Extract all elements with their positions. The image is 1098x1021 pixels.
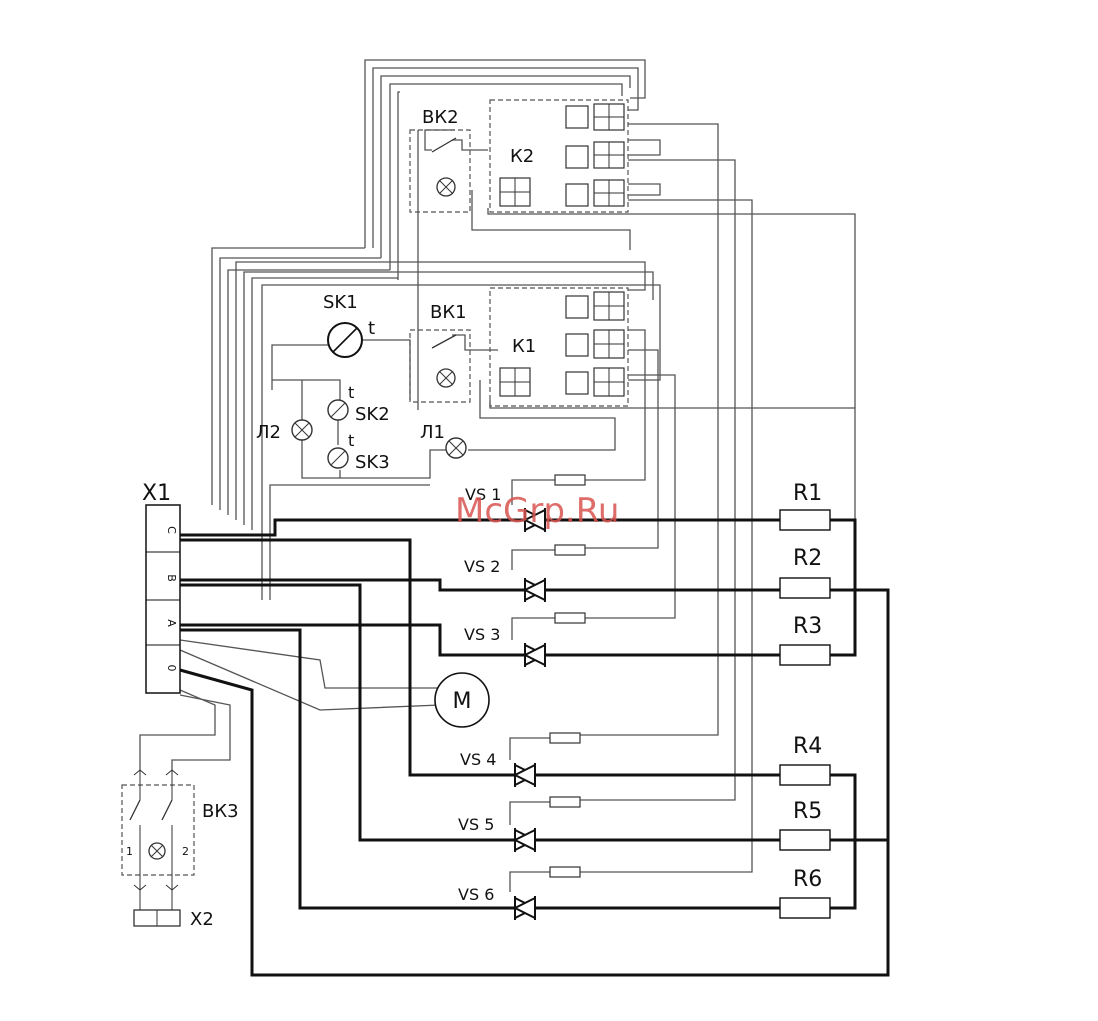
connector-x2 — [134, 890, 180, 926]
label-vs3: VS 3 — [464, 625, 500, 644]
heater-resistors — [780, 510, 830, 918]
label-r2: R2 — [793, 546, 822, 571]
triac-vs6 — [515, 896, 535, 920]
switch-bk3 — [122, 770, 194, 890]
gate-resistors — [550, 475, 585, 877]
label-bk2: ВК2 — [422, 107, 459, 128]
resistor-r1 — [780, 510, 830, 530]
resistor-r4 — [780, 765, 830, 785]
label-r5: R5 — [793, 799, 822, 824]
lamp-l2 — [292, 420, 312, 440]
label-bk3: ВК3 — [202, 801, 239, 822]
resistor-r2 — [780, 578, 830, 598]
label-l1: Л1 — [420, 422, 445, 443]
label-bk3-pin2: 2 — [182, 845, 189, 858]
triac-group — [515, 508, 545, 920]
triac-vs4 — [515, 763, 535, 787]
label-vs4: VS 4 — [460, 750, 496, 769]
label-motor: М — [453, 689, 472, 714]
label-x2: X2 — [190, 909, 214, 930]
label-vs6: VS 6 — [458, 885, 494, 904]
label-sk1: SK1 — [323, 292, 358, 313]
label-x1: X1 — [142, 481, 171, 506]
label-x1-c: С — [165, 526, 178, 534]
label-r3: R3 — [793, 614, 822, 639]
label-bk1: ВК1 — [430, 302, 467, 323]
label-k2: К2 — [510, 146, 534, 167]
label-vs5: VS 5 — [458, 815, 494, 834]
lamp-l1 — [446, 438, 466, 458]
label-t3: t — [348, 431, 354, 450]
label-bk3-pin1: 1 — [126, 845, 133, 858]
resistor-r5 — [780, 830, 830, 850]
label-sk3: SK3 — [355, 452, 390, 473]
label-l2: Л2 — [256, 422, 281, 443]
label-sk2: SK2 — [355, 404, 390, 425]
resistor-r6 — [780, 898, 830, 918]
resistor-r3 — [780, 645, 830, 665]
label-r1: R1 — [793, 481, 822, 506]
thermostat-sk1 — [328, 323, 362, 357]
label-vs2: VS 2 — [464, 557, 500, 576]
label-r6: R6 — [793, 867, 822, 892]
label-x1-a: А — [165, 619, 178, 627]
label-x1-0: 0 — [165, 665, 178, 672]
triac-vs2 — [525, 578, 545, 602]
label-t2: t — [348, 383, 354, 402]
thermostat-sk3 — [328, 448, 348, 468]
relay-k1 — [490, 288, 628, 406]
label-x1-b: В — [165, 574, 178, 582]
watermark: McGrp.Ru — [455, 491, 619, 531]
thermostat-sk2 — [328, 400, 348, 420]
triac-vs3 — [525, 643, 545, 667]
control-wiring — [140, 60, 855, 892]
label-r4: R4 — [793, 734, 822, 759]
switch-bk2 — [410, 130, 470, 212]
triac-vs5 — [515, 828, 535, 852]
switch-bk1 — [410, 330, 470, 402]
label-t1: t — [368, 318, 375, 339]
label-k1: К1 — [512, 336, 536, 357]
